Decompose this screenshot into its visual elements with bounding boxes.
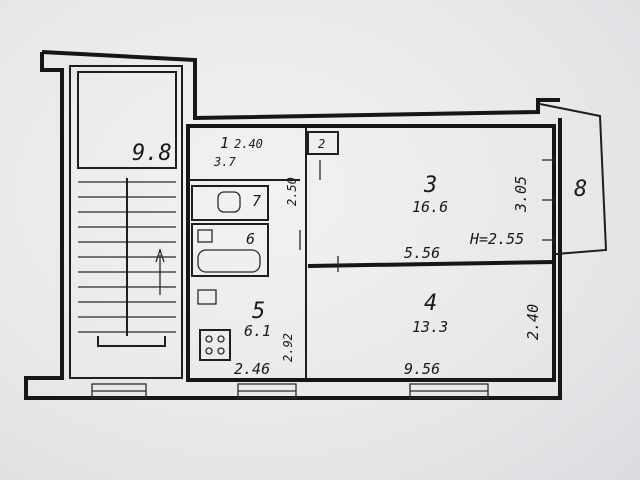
- room8-number: 8: [574, 177, 587, 202]
- room2-number: 2: [318, 137, 325, 151]
- bathtub: [197, 249, 261, 273]
- room4-length: 9.56: [404, 360, 440, 378]
- stair-landing: [77, 71, 177, 169]
- room1-width: 2.40: [234, 137, 263, 151]
- closet-2: [307, 131, 339, 155]
- stove: [199, 329, 231, 361]
- bath-room: [191, 223, 269, 277]
- room5-width: 2.46: [234, 360, 270, 378]
- bath-dimension: 2.50: [285, 177, 299, 206]
- room3-depth: 3.05: [512, 176, 530, 213]
- room1-area: 3.7: [213, 155, 236, 169]
- balcony-8: [539, 103, 608, 255]
- room5-depth: 2.92: [281, 333, 295, 362]
- toilet: [217, 191, 241, 213]
- room-divider: [307, 260, 555, 268]
- room6-number: 6: [246, 230, 255, 248]
- room1-number: 1: [220, 134, 229, 152]
- stair-area-label: 9.8: [132, 141, 172, 166]
- room3-width: 5.56: [404, 244, 440, 262]
- room7-number: 7: [252, 192, 261, 210]
- room4-depth: 2.40: [524, 304, 542, 340]
- room3-height-note: H=2.55: [469, 230, 524, 248]
- stairwell-frame: [69, 65, 183, 379]
- kitchen-sink: [197, 289, 217, 305]
- room3-number: 3: [423, 173, 437, 198]
- stair-steps: [78, 178, 176, 347]
- sink: [197, 229, 213, 243]
- wc-room: [191, 185, 269, 221]
- room4-number: 4: [424, 291, 437, 316]
- stairwell-block: 9.8: [24, 50, 562, 400]
- room5-area: 6.1: [244, 322, 271, 340]
- apartment: [186, 103, 608, 382]
- bottom-windows: [91, 383, 489, 399]
- room4-area: 13.3: [412, 318, 448, 336]
- room3-area: 16.6: [412, 198, 448, 216]
- room5-number: 5: [252, 299, 265, 324]
- apartment-walls: [186, 124, 556, 382]
- outer-wall-top: [41, 50, 560, 121]
